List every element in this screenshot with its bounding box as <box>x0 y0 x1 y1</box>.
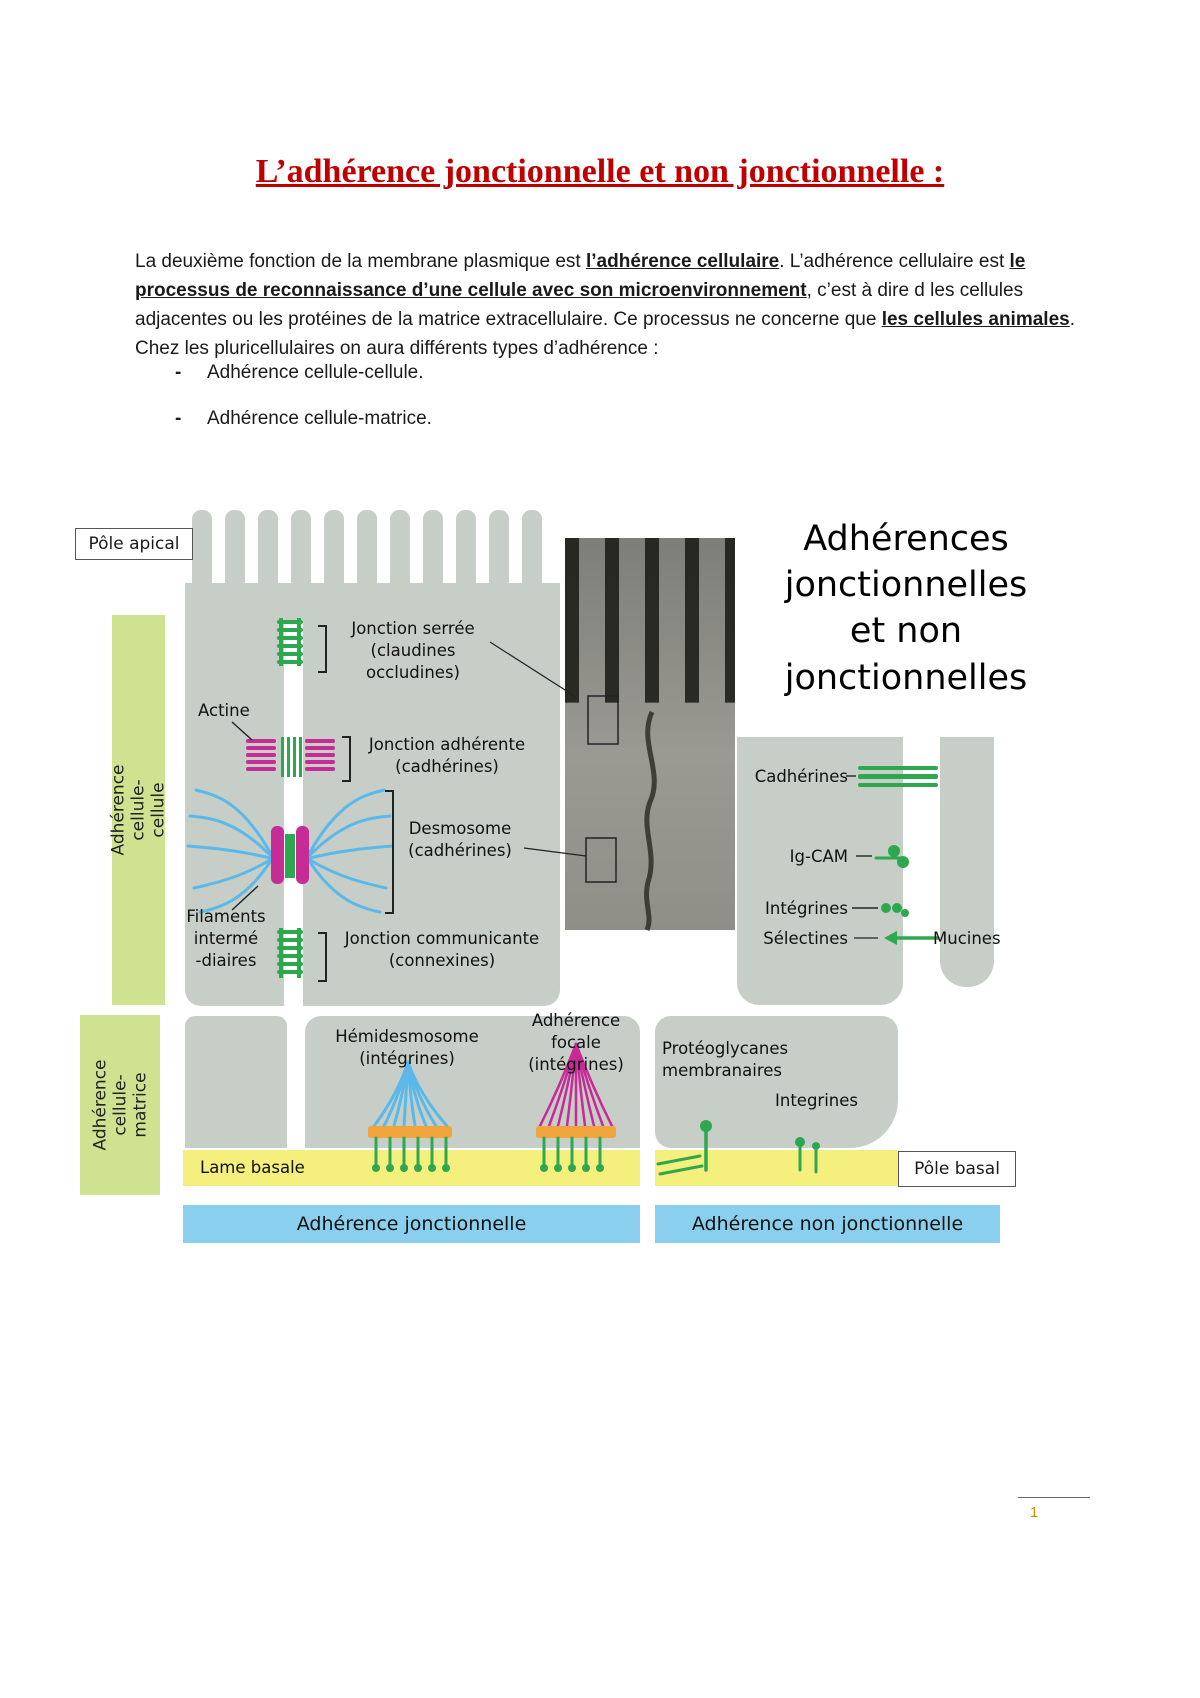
bracket-jonction-adherente <box>342 736 351 782</box>
label-jonction-adherente: Jonction adhérente (cadhérines) <box>368 735 526 776</box>
label-cadherines: Cadhérines <box>754 767 848 786</box>
basal-cell-right <box>655 1016 898 1148</box>
bullet-text: Adhérence cellule-cellule. <box>207 362 424 383</box>
label-selectines: Sélectines <box>763 929 848 948</box>
label-actine: Actine <box>198 701 250 720</box>
label-desmosome: Desmosome (cadhérines) <box>408 819 512 860</box>
intro-text-2: . L’adhérence cellulaire est <box>779 251 1010 272</box>
label-integrines: Intégrines <box>765 899 848 918</box>
electron-micrograph-image <box>565 538 735 930</box>
cell-right-panel-strip <box>940 737 994 987</box>
label-lame-basale: Lame basale <box>200 1158 305 1177</box>
bullet-text: Adhérence cellule-matrice. <box>207 408 432 429</box>
label-ig-cam: Ig-CAM <box>789 847 848 866</box>
bullet-marker: - <box>175 408 182 429</box>
cell-right-panel-main <box>737 737 903 1005</box>
label-integrines-basal: Integrines <box>775 1091 858 1110</box>
label-jonction-serree: Jonction serrée (claudines occludines) <box>351 619 475 682</box>
lame-basale-band-right <box>655 1150 898 1186</box>
intro-bold-3: les cellules animales <box>881 309 1070 330</box>
label-filaments-intermediaires: Filaments intermé -diaires <box>186 907 266 970</box>
bracket-desmosome <box>385 790 394 914</box>
side-bar-adherence-cellule-matrice: Adhérence cellule-matrice <box>80 1015 160 1195</box>
lame-basale-band-left <box>183 1150 640 1186</box>
basal-cell-left <box>185 1016 287 1148</box>
label-mucines: Mucines <box>933 929 1001 948</box>
bracket-jonction-communicante <box>318 932 327 982</box>
footer-divider <box>1018 1497 1090 1498</box>
label-jonction-communicante: Jonction communicante (connexines) <box>344 929 540 970</box>
page-number: 1 <box>1030 1504 1039 1521</box>
bullet-item-cellule-matrice: - Adhérence cellule-matrice. <box>175 408 432 430</box>
side-bar-label: Adhérence cellule-matrice <box>90 1059 151 1151</box>
label-adherence-focale: Adhérence focale (intégrines) <box>528 1011 624 1074</box>
pole-basal-box: Pôle basal <box>898 1151 1016 1187</box>
pole-apical-box: Pôle apical <box>75 528 193 560</box>
bar-adherence-non-jonctionnelle: Adhérence non jonctionnelle <box>655 1205 1000 1243</box>
label-proteoglycanes: Protéoglycanes membranaires <box>662 1039 789 1080</box>
intro-text-4: . Chez les pluricellulaires on aura diff… <box>135 309 1075 359</box>
bracket-jonction-serree <box>318 625 327 673</box>
intro-bold-1: l’adhérence cellulaire <box>585 251 780 272</box>
side-bar-adherence-cellule-cellule: Adhérence cellule-cellule <box>109 615 169 1005</box>
intro-text-3: , c’est à dire d les cellules adjacentes… <box>135 280 1024 330</box>
bullet-item-cellule-cellule: - Adhérence cellule-cellule. <box>175 362 424 384</box>
diagram-title: Adhérences jonctionnelles et non jonctio… <box>784 519 1028 698</box>
bar-adherence-jonctionnelle: Adhérence jonctionnelle <box>183 1205 640 1243</box>
page-title: L’adhérence jonctionnelle et non jonctio… <box>255 152 945 190</box>
bullet-marker: - <box>175 362 182 383</box>
label-hemidesmosome: Hémidesmosome (intégrines) <box>335 1027 479 1068</box>
intro-paragraph: La deuxième fonction de la membrane plas… <box>135 247 1077 363</box>
intro-text-1: La deuxième fonction de la membrane plas… <box>135 251 586 272</box>
side-bar-label: Adhérence cellule-cellule <box>108 764 169 856</box>
intro-bold-2: le processus de reconnaissance d’une cel… <box>135 251 1026 301</box>
